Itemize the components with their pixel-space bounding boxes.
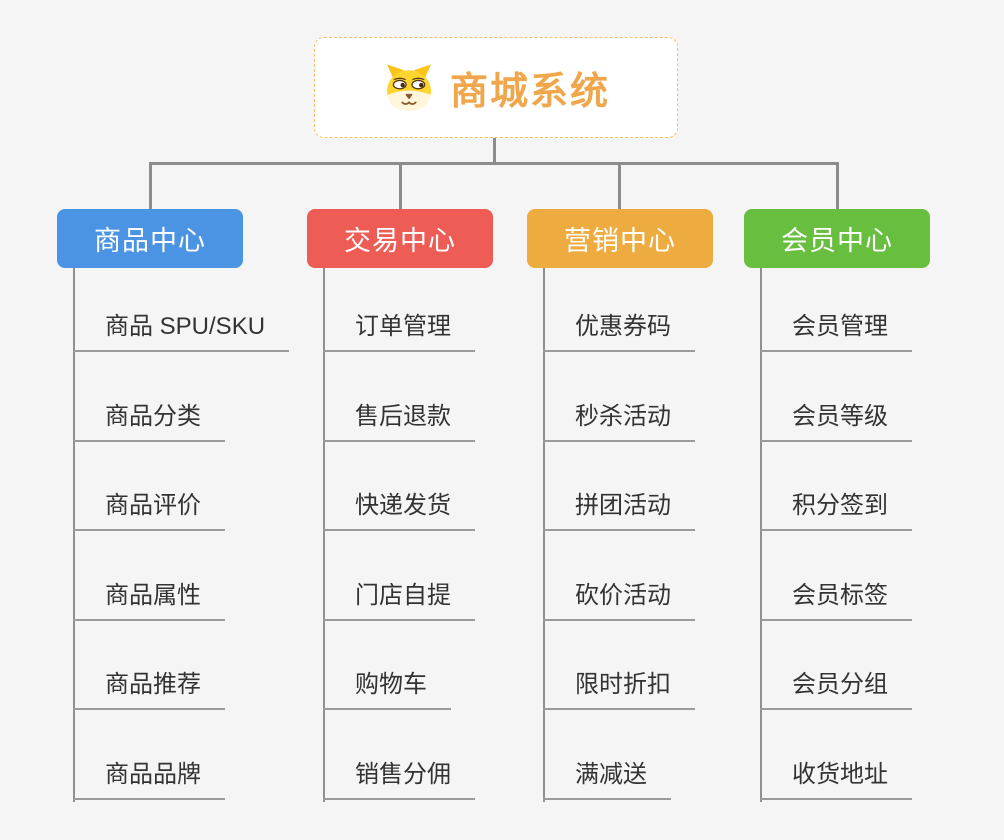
leaf-node[interactable]: 购物车 [323, 670, 451, 710]
leaf-node[interactable]: 商品评价 [73, 491, 225, 531]
leaf-node[interactable]: 优惠券码 [543, 312, 695, 352]
leaf-node[interactable]: 商品属性 [73, 581, 225, 621]
branch-trade-center: 交易中心 订单管理 售后退款 快递发货 门店自提 购物车 销售分佣 [307, 209, 493, 819]
leaf-node[interactable]: 快递发货 [323, 491, 475, 531]
leaf-node[interactable]: 限时折扣 [543, 670, 695, 710]
leaf-node[interactable]: 会员等级 [760, 402, 912, 442]
leaf-node[interactable]: 门店自提 [323, 581, 475, 621]
leaf-node[interactable]: 收货地址 [760, 760, 912, 800]
root-title: 商城系统 [449, 71, 610, 113]
leaf-node[interactable]: 会员管理 [760, 312, 912, 352]
leaf-node[interactable]: 砍价活动 [543, 581, 695, 621]
branch-line [323, 268, 325, 802]
connector-bus [149, 162, 839, 165]
leaf-node[interactable]: 拼团活动 [543, 491, 695, 531]
branch-header[interactable]: 交易中心 [307, 209, 493, 268]
leaf-node[interactable]: 订单管理 [323, 312, 475, 352]
branch-marketing-center: 营销中心 优惠券码 秒杀活动 拼团活动 砍价活动 限时折扣 满减送 [527, 209, 713, 819]
connector-drop [618, 165, 621, 210]
leaf-node[interactable]: 销售分佣 [323, 760, 475, 800]
dog-face-icon [387, 63, 431, 111]
leaf-node[interactable]: 售后退款 [323, 402, 475, 442]
branch-line [760, 268, 762, 802]
branch-member-center: 会员中心 会员管理 会员等级 积分签到 会员标签 会员分组 收货地址 [744, 209, 930, 819]
connector-drop [149, 165, 152, 210]
leaf-node[interactable]: 会员标签 [760, 581, 912, 621]
connector-root-stub [493, 138, 496, 164]
leaf-node[interactable]: 满减送 [543, 760, 671, 800]
connector-drop [399, 165, 402, 210]
branch-header[interactable]: 商品中心 [57, 209, 243, 268]
leaf-node[interactable]: 商品 SPU/SKU [73, 312, 290, 352]
leaf-node[interactable]: 会员分组 [760, 670, 912, 710]
leaf-node[interactable]: 积分签到 [760, 491, 912, 531]
leaf-node[interactable]: 商品推荐 [73, 670, 225, 710]
leaf-node[interactable]: 商品分类 [73, 402, 225, 442]
branch-header[interactable]: 会员中心 [744, 209, 930, 268]
branch-line [73, 268, 75, 802]
root-node[interactable]: 商城系统 [314, 37, 678, 138]
branch-header[interactable]: 营销中心 [527, 209, 713, 268]
branch-product-center: 商品中心 商品 SPU/SKU 商品分类 商品评价 商品属性 商品推荐 商品品牌 [57, 209, 290, 819]
leaf-node[interactable]: 秒杀活动 [543, 402, 695, 442]
leaf-node[interactable]: 商品品牌 [73, 760, 225, 800]
connector-drop [836, 165, 839, 210]
branch-line [543, 268, 545, 802]
